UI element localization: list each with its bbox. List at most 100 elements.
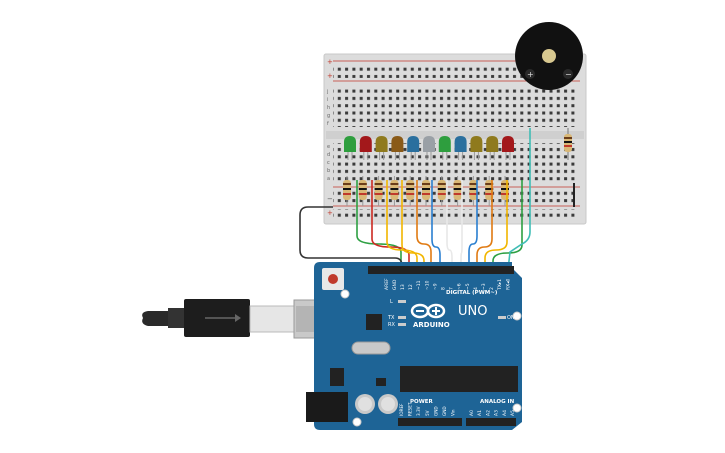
power-pin-label: 3.3V (416, 406, 421, 416)
jumper-wire[interactable] (416, 180, 432, 270)
analog-pin-label: A2 (485, 410, 491, 416)
rx-label: RX (388, 322, 395, 328)
buzzer-wire[interactable] (507, 128, 531, 271)
digital-pin-label: RX◂0 (505, 279, 511, 290)
row-letter: i (327, 97, 328, 103)
row-letter: a (327, 176, 330, 182)
resistor[interactable] (406, 176, 415, 206)
wire-group (356, 180, 523, 270)
row-letter: h (327, 105, 330, 111)
rail-plus-label-top-2: + (327, 72, 333, 80)
led[interactable] (502, 136, 514, 160)
resistor[interactable] (469, 176, 478, 206)
analog-header (466, 418, 516, 426)
led[interactable] (407, 136, 420, 160)
digital-pin-label: ~11 (416, 280, 422, 290)
digital-pin-label: 12 (408, 284, 414, 290)
power-pin-label: 5V (425, 410, 430, 416)
digital-pin-label: ~3 (481, 283, 487, 290)
buzzer-resistor[interactable] (564, 128, 572, 160)
led[interactable] (438, 136, 451, 160)
jumper-wire[interactable] (356, 180, 402, 270)
row-letter: e (327, 144, 330, 150)
jumper-wire[interactable] (431, 180, 441, 270)
digital-pin-label: ~6 (457, 283, 463, 290)
digital-pin-label: 13 (400, 284, 406, 290)
resistor[interactable] (390, 176, 399, 206)
arduino-logo-icon (410, 303, 446, 319)
led[interactable] (454, 136, 467, 160)
aref-label: AREF (384, 278, 390, 290)
power-pin-label: GND (433, 406, 438, 416)
row-letter: d (327, 152, 330, 158)
power-jack[interactable] (306, 392, 348, 422)
jumper-wire[interactable] (476, 180, 493, 270)
l-label: L (390, 299, 393, 305)
rail-plus-label-bottom: + (327, 209, 333, 217)
rail-plus-label-top: + (327, 58, 333, 66)
arduino-logo-text: ARDUINO (413, 321, 450, 329)
led-row (344, 136, 514, 160)
analog-pin-label: A5 (510, 410, 516, 416)
analog-pin-label: A1 (477, 410, 483, 416)
resistor[interactable] (374, 176, 383, 206)
led[interactable] (486, 136, 499, 160)
gnd-label: GND (392, 279, 398, 290)
rail-minus-label-bottom: − (327, 195, 333, 203)
model-label: UNO (458, 304, 487, 319)
row-letter: c (327, 160, 330, 166)
jumper-wire[interactable] (468, 180, 478, 270)
jumper-wire[interactable] (386, 180, 418, 270)
digital-pin-label: 4 (473, 287, 479, 290)
resistor[interactable] (343, 176, 351, 206)
buzzer-minus-label: − (565, 70, 572, 79)
analog-pin-label: A3 (494, 410, 500, 416)
power-label: POWER (410, 399, 434, 405)
row-letter: j (326, 89, 328, 95)
row-letters: j i h g f e d c b a (326, 89, 330, 182)
jumper-wire[interactable] (484, 180, 508, 270)
digital-pin-label: 8 (441, 287, 447, 290)
row-letter: f (327, 121, 329, 127)
resistor[interactable] (358, 176, 367, 206)
jumper-wire[interactable] (460, 180, 463, 270)
resistor[interactable] (437, 176, 446, 206)
digital-pin-label: 2 (489, 287, 495, 290)
row-letter: b (327, 168, 330, 174)
analog-pin-label: A4 (502, 410, 508, 416)
led[interactable] (391, 136, 404, 160)
led[interactable] (375, 136, 388, 160)
row-letter: g (327, 113, 330, 119)
tx-label: TX (387, 315, 395, 321)
digital-pin-label: TX▸1 (497, 279, 503, 291)
piezo-buzzer[interactable]: + − (515, 22, 583, 90)
power-pin-label: IOREF (399, 403, 404, 416)
jumper-wire[interactable] (492, 180, 523, 270)
ground-loop-wire[interactable] (299, 206, 403, 270)
led[interactable] (359, 136, 372, 160)
resistor[interactable] (453, 176, 462, 206)
resistor[interactable] (422, 176, 430, 206)
power-pin-label: Vin (451, 409, 456, 416)
on-label: ON (507, 315, 515, 321)
usb-icon (205, 314, 241, 322)
jumper-wire[interactable] (446, 180, 453, 270)
digital-pin-label: ~10 (424, 280, 430, 290)
digital-pin-label: 7 (449, 287, 455, 290)
led[interactable] (423, 136, 435, 160)
power-header (398, 418, 462, 426)
digital-pwm-label: DIGITAL (PWM~) (446, 290, 498, 296)
arduino-uno-board: ARDUINO UNO DIGITAL (PWM~) ON L TX RX PO… (306, 262, 522, 430)
led[interactable] (344, 136, 356, 160)
microcontroller-chip (400, 366, 518, 392)
analog-pin-label: A0 (469, 410, 475, 416)
jumper-wire[interactable] (401, 180, 425, 270)
power-pin-label: GND (442, 406, 447, 416)
power-pin-label: RESET (408, 402, 413, 416)
led[interactable] (470, 136, 483, 160)
digital-pin-label: ~5 (465, 283, 471, 290)
